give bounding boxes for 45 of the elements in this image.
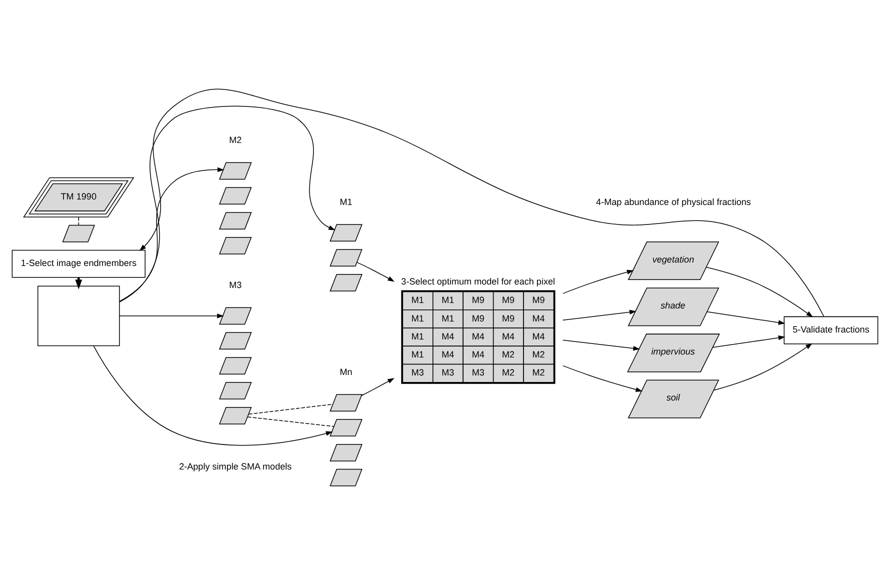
node-box: 5-Validate fractions	[783, 316, 878, 344]
node-parallelogram	[329, 418, 362, 436]
node-parallelogram	[329, 394, 362, 411]
label: M1	[339, 196, 352, 206]
node-parallelogram	[218, 212, 252, 229]
arrow	[92, 344, 332, 446]
arrow	[712, 334, 785, 348]
node-parallelogram	[218, 186, 252, 204]
label: 4-Map abundance of physical fractions	[596, 196, 750, 206]
node-parallelogram	[218, 236, 252, 254]
node-parallelogram	[218, 162, 252, 180]
arrow	[356, 261, 394, 282]
arrow	[360, 378, 394, 396]
label: M2	[228, 134, 242, 145]
node-parallelogram	[329, 248, 362, 266]
node-label: 3-Select optimum model for each pixel	[400, 276, 555, 286]
arrow	[138, 88, 824, 316]
node-parallelogram	[218, 332, 252, 350]
arrow	[712, 342, 812, 390]
node-parallelogram	[218, 356, 252, 374]
label: 2-Apply simple SMA models	[178, 460, 292, 471]
node-box: 1-Select image endmembers	[11, 249, 145, 278]
arrow	[562, 309, 636, 320]
label: M3	[228, 280, 242, 290]
connector	[248, 403, 332, 414]
node-box	[36, 285, 120, 346]
arrow	[562, 269, 634, 294]
arrow	[706, 310, 785, 324]
node-parallelogram	[329, 468, 362, 486]
arrow	[562, 364, 642, 392]
arrow	[118, 166, 224, 302]
arrow	[118, 313, 224, 318]
node-parallelogram	[218, 406, 252, 424]
node-parallelogram	[218, 382, 252, 399]
connector	[246, 416, 334, 426]
arrow	[706, 266, 813, 317]
arrow	[562, 339, 640, 350]
node-parallelogram	[218, 306, 252, 324]
node-parallelogram	[329, 274, 362, 291]
node-parallelogram	[62, 224, 95, 242]
connector	[78, 216, 79, 225]
label: Mn	[339, 366, 352, 376]
arrow	[118, 105, 335, 302]
node-parallelogram	[329, 443, 362, 461]
node-parallelogram	[329, 224, 362, 242]
